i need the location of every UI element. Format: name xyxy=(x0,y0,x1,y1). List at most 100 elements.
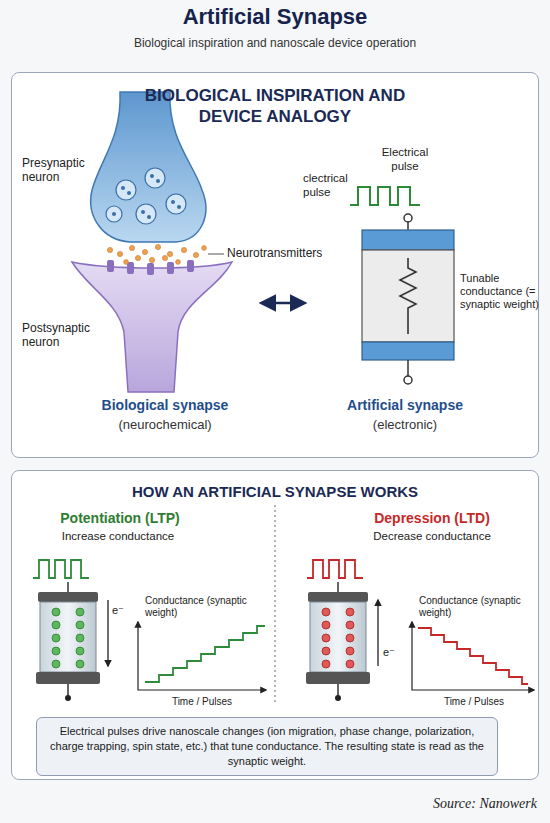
presynaptic-neuron xyxy=(121,186,125,190)
ltd-device xyxy=(337,582,339,592)
ltd-device xyxy=(346,621,354,629)
ltp-chart xyxy=(138,622,266,690)
neurotransmitters xyxy=(107,244,206,264)
neurotransmitters xyxy=(193,252,198,257)
ltp-device xyxy=(67,684,69,696)
presynaptic-neuron xyxy=(112,174,181,219)
ltd-device xyxy=(377,600,378,666)
mode-sub: Increase conductance xyxy=(62,530,175,544)
axis-label: Time / Pulses xyxy=(444,696,504,708)
ltp-device xyxy=(40,602,96,672)
device-symbol xyxy=(404,214,412,222)
part-label: Tunable conductance (= synaptic weight) xyxy=(460,272,540,312)
postsynaptic-neuron xyxy=(107,260,114,272)
postsynaptic-neuron xyxy=(72,262,232,392)
panel-ground xyxy=(11,72,539,780)
presynaptic-neuron xyxy=(112,212,116,216)
source-note: Source: Nanowerk xyxy=(433,796,537,813)
mode-title: Potentiation (LTP) xyxy=(60,510,180,527)
neurotransmitters xyxy=(149,257,154,262)
ltp-device xyxy=(52,647,60,655)
neurotransmitters xyxy=(135,255,140,260)
postsynaptic-neuron xyxy=(167,262,174,274)
presynaptic-neuron xyxy=(177,205,181,209)
ltd-device xyxy=(306,672,370,684)
ltd-device xyxy=(322,634,330,642)
device-symbol xyxy=(350,187,454,384)
ltd-device xyxy=(310,602,366,672)
ltp-device xyxy=(67,582,69,592)
presynaptic-neuron xyxy=(171,200,175,204)
ltp-chart xyxy=(145,626,265,682)
ltp-device xyxy=(36,672,100,684)
neurotransmitters xyxy=(202,246,207,251)
postsynaptic-neuron xyxy=(187,260,194,272)
neurotransmitters xyxy=(124,260,129,265)
axis-label: Time / Pulses xyxy=(172,696,232,708)
neurotransmitters xyxy=(117,251,122,256)
ltp-device xyxy=(76,621,84,629)
panel-heading: HOW AN ARTIFICIAL SYNAPSE WORKS xyxy=(75,483,475,502)
presynaptic-neuron xyxy=(156,179,160,183)
ltd-device xyxy=(322,621,330,629)
presynaptic-neuron xyxy=(145,168,165,188)
ltp-device xyxy=(52,660,60,668)
part-label: Neurotransmitters xyxy=(227,246,322,260)
signal-label: Electrical pulse xyxy=(368,146,442,174)
caption-sub: (neurochemical) xyxy=(118,417,211,433)
part-label: Postsynaptic neuron xyxy=(22,321,114,350)
device-symbol xyxy=(407,360,409,376)
axis-label: Conductance (synaptic weight) xyxy=(145,595,255,619)
ltd-device xyxy=(322,647,330,655)
ltp-chart xyxy=(138,622,266,690)
device-symbol xyxy=(400,258,416,334)
caption-title: Biological synapse xyxy=(102,397,229,414)
neurotransmitters xyxy=(176,260,181,265)
ltd-device xyxy=(306,560,378,701)
ltd-device xyxy=(308,592,368,602)
presynaptic-neuron xyxy=(106,206,122,222)
device-symbol xyxy=(350,187,420,205)
mode-title: Depression (LTD) xyxy=(374,510,490,527)
leader-line xyxy=(208,254,224,255)
caption-title: Artificial synapse xyxy=(347,397,463,414)
note-text: Electrical pulses drive nanoscale change… xyxy=(47,724,487,769)
neurotransmitters xyxy=(142,249,147,254)
presynaptic-neuron xyxy=(116,180,136,200)
axis-label: Conductance (synaptic weight) xyxy=(419,595,529,619)
ltp-device xyxy=(52,634,60,642)
postsynaptic-neuron xyxy=(72,260,232,392)
presynaptic-neuron xyxy=(91,92,206,242)
ltd-chart xyxy=(412,622,534,690)
divider xyxy=(275,505,276,705)
presynaptic-neuron xyxy=(150,174,154,178)
ltp-device xyxy=(52,608,84,668)
subtitle: Biological inspiration and nanoscale dev… xyxy=(134,36,416,50)
ltd-device xyxy=(346,608,354,616)
ltp-device xyxy=(76,647,84,655)
neurotransmitters xyxy=(181,247,186,252)
panel-heading: BIOLOGICAL INSPIRATION AND DEVICE ANALOG… xyxy=(130,85,420,128)
part-label: Presynaptic neuron xyxy=(22,156,114,185)
ltp-device xyxy=(38,592,98,602)
neurotransmitters xyxy=(167,251,172,256)
ltd-device xyxy=(307,560,363,578)
presynaptic-neuron xyxy=(136,204,156,224)
neurotransmitters xyxy=(107,247,112,252)
caption-sub: (electronic) xyxy=(373,417,437,433)
ltd-device xyxy=(322,660,330,668)
device-symbol xyxy=(362,230,454,250)
ltp-device xyxy=(76,608,84,616)
neurotransmitters xyxy=(162,255,167,260)
ltd-device xyxy=(335,695,341,701)
neurotransmitters xyxy=(155,244,160,249)
presynaptic-neuron xyxy=(127,191,131,195)
panel-ground xyxy=(11,470,539,780)
charge-label: e⁻ xyxy=(112,604,124,617)
ltd-device xyxy=(346,660,354,668)
device-symbol xyxy=(407,222,409,230)
presynaptic-neuron xyxy=(166,194,186,214)
charge-label: e⁻ xyxy=(383,646,395,659)
ltd-device xyxy=(346,634,354,642)
